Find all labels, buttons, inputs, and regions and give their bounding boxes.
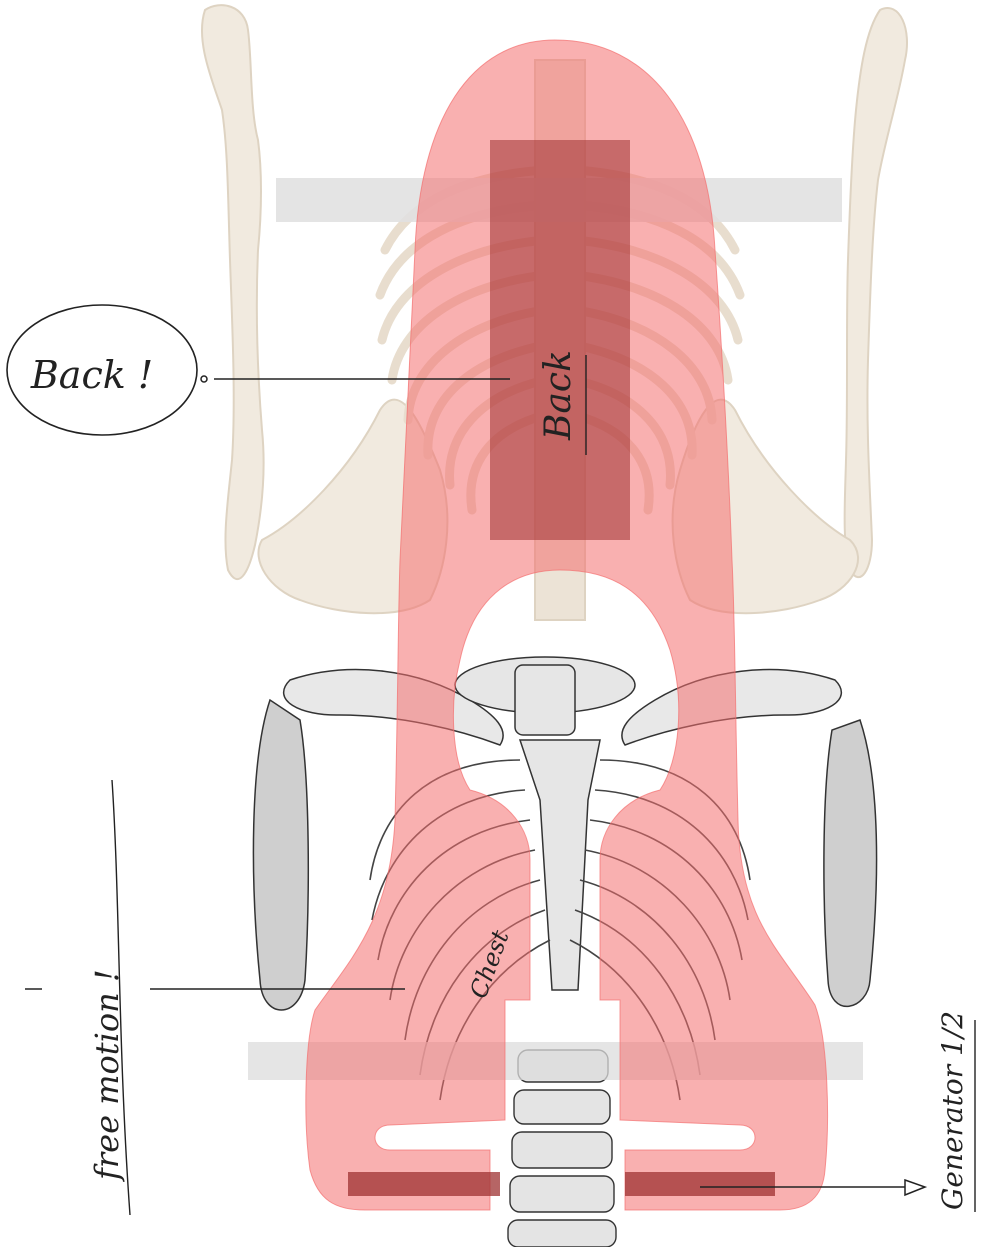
back-leader-dot [201,376,207,382]
left-arm-shadow [253,700,308,1010]
left-bottom-strip [348,1172,500,1196]
back-overlay-label: Back [538,350,579,441]
back-bubble-label: Back ! [30,353,153,397]
left-note: free motion ! [25,780,130,1215]
right-bottom-strip [625,1172,775,1196]
right-humerus [845,8,907,577]
right-arm-shadow [824,720,877,1006]
sternum [520,740,600,990]
arrow-head-icon [905,1180,925,1195]
left-humerus [202,5,264,579]
right-note-label: Generator 1/2 [936,1011,969,1210]
back-block [490,140,630,540]
